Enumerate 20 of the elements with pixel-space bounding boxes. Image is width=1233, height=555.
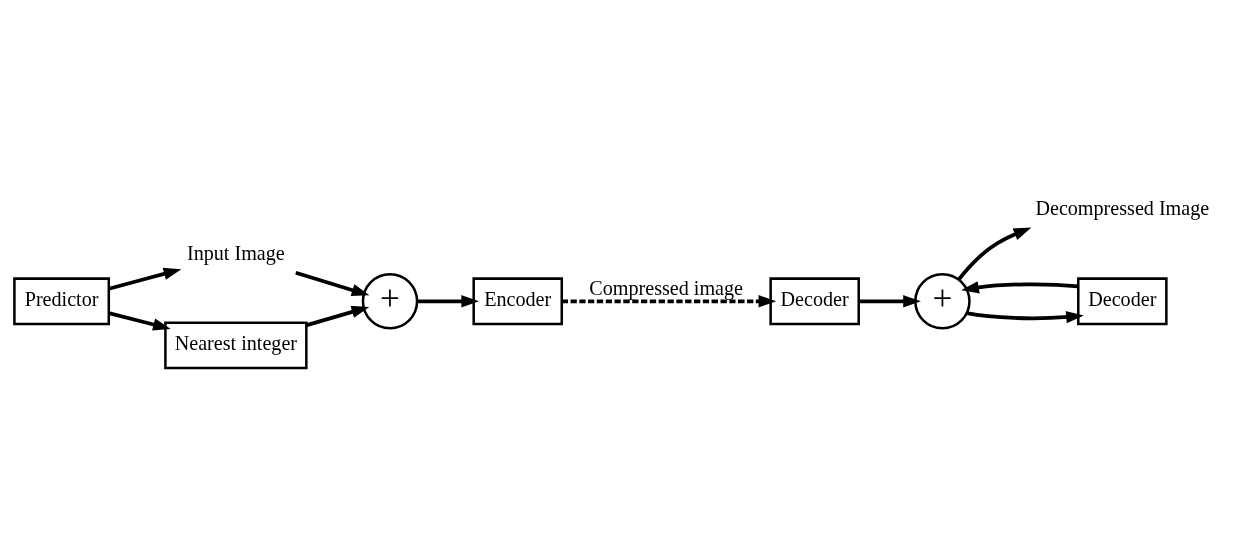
node-box: Decoder xyxy=(1077,276,1168,325)
node-text: Input Image xyxy=(186,241,285,263)
node-box: Decoder xyxy=(769,276,860,325)
edge-label: Compressed image xyxy=(589,276,744,299)
arrow xyxy=(417,294,479,307)
arrow xyxy=(966,310,1084,323)
node-box: Encoder xyxy=(472,276,563,325)
arrow xyxy=(108,267,182,291)
arrow xyxy=(561,294,777,307)
arrow xyxy=(957,227,1032,281)
node-box: Nearest integer xyxy=(164,320,308,369)
node-circle: + xyxy=(361,272,419,330)
node-circle: + xyxy=(914,272,971,330)
node-box: Predictor xyxy=(13,276,111,325)
arrow xyxy=(306,305,370,327)
arrow xyxy=(108,310,171,331)
arrow xyxy=(295,270,370,296)
arrow xyxy=(859,294,921,307)
arrow xyxy=(961,280,1079,293)
node-text: Decompressed Image xyxy=(1035,196,1210,219)
